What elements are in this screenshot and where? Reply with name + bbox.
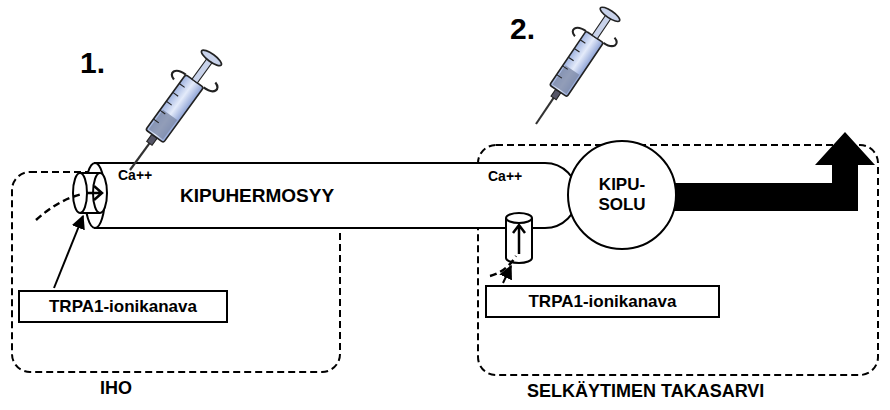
- channel-label-box: TRPA1-ionikanava: [18, 290, 228, 323]
- dorsal-horn-region: SELKÄYTIMEN TAKASARVIKIPU- SOLUTRPA1-ion…: [478, 145, 878, 375]
- channel-label-box: TRPA1-ionikanava: [485, 285, 720, 318]
- region-label: SELKÄYTIMEN TAKASARVI: [527, 381, 764, 402]
- ion-label: Ca++: [488, 168, 522, 184]
- pain-cell-circle: KIPU- SOLU: [567, 140, 677, 250]
- box-label: TRPA1-ionikanava: [528, 292, 676, 312]
- fiber-label: KIPUHERMOSYY: [180, 185, 334, 207]
- region-label: IHO: [100, 378, 132, 399]
- cell-label: KIPU- SOLU: [591, 175, 653, 216]
- callout-number: 1.: [80, 46, 105, 80]
- callout-number: 2.: [510, 12, 535, 46]
- box-label: TRPA1-ionikanava: [49, 297, 197, 317]
- ion-label: Ca++: [118, 167, 152, 183]
